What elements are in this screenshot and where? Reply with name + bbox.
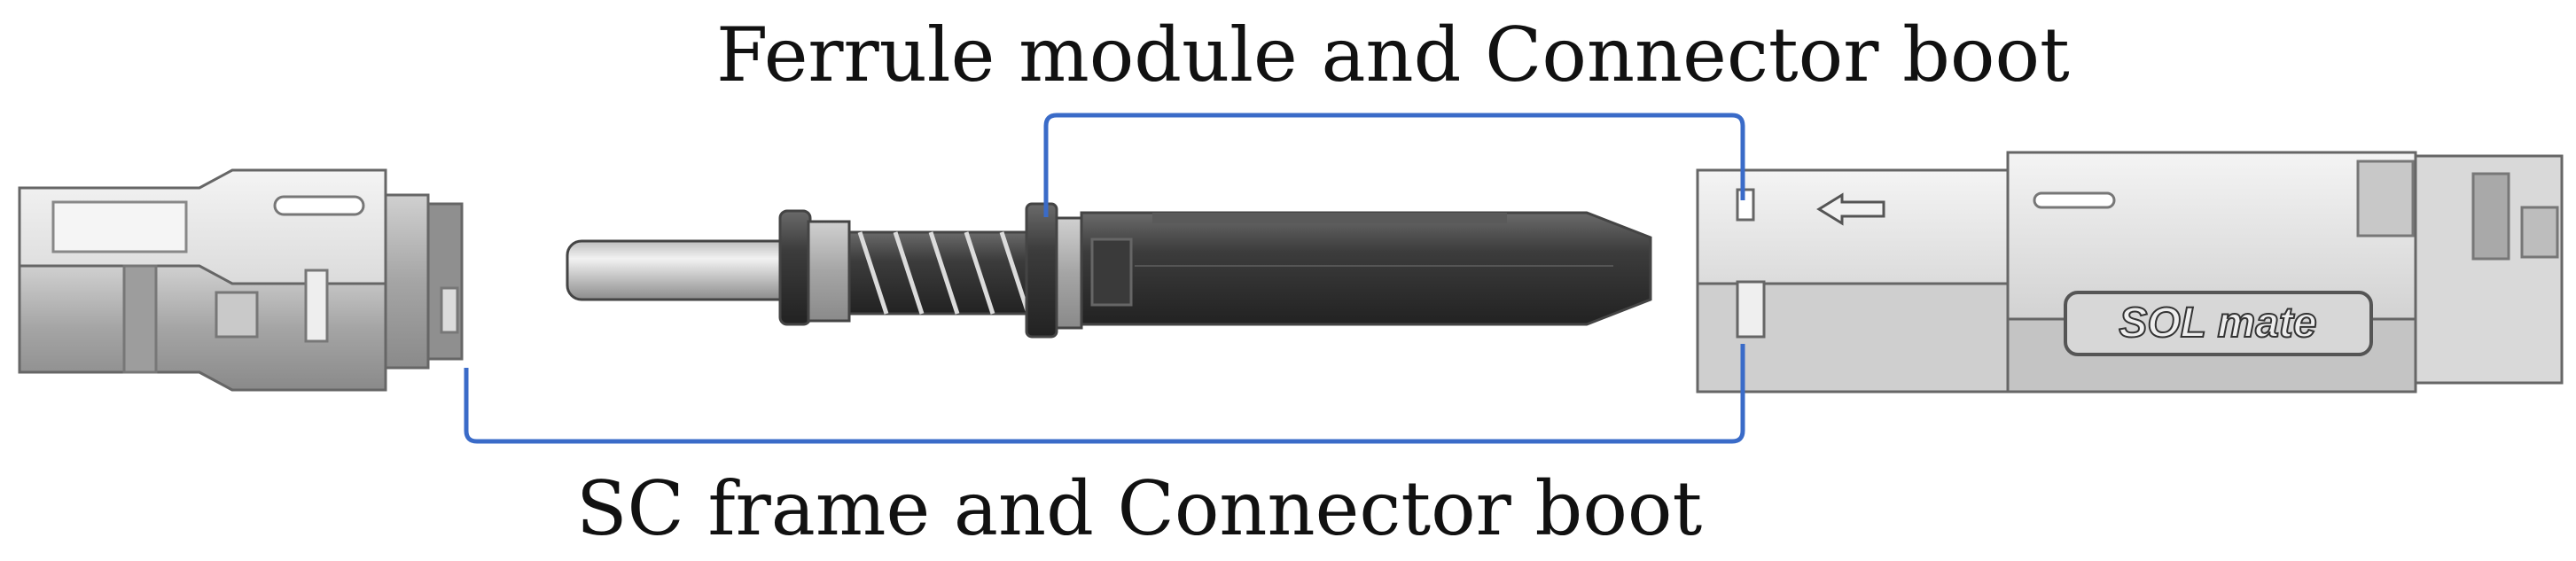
ferrule-module-label: Ferrule module and Connector boot (716, 12, 2070, 98)
sc-frame-part (18, 168, 464, 392)
sc-frame-label: SC frame and Connector boot (576, 465, 1703, 552)
connector-housing-part: SOL mate (1696, 151, 2564, 393)
spring-coil (857, 231, 1031, 315)
bottom-bracket (464, 344, 1745, 444)
sol-mate-emboss: SOL mate (2119, 300, 2316, 347)
ferrule-module-part (566, 202, 1652, 339)
top-bracket (1043, 113, 1745, 217)
